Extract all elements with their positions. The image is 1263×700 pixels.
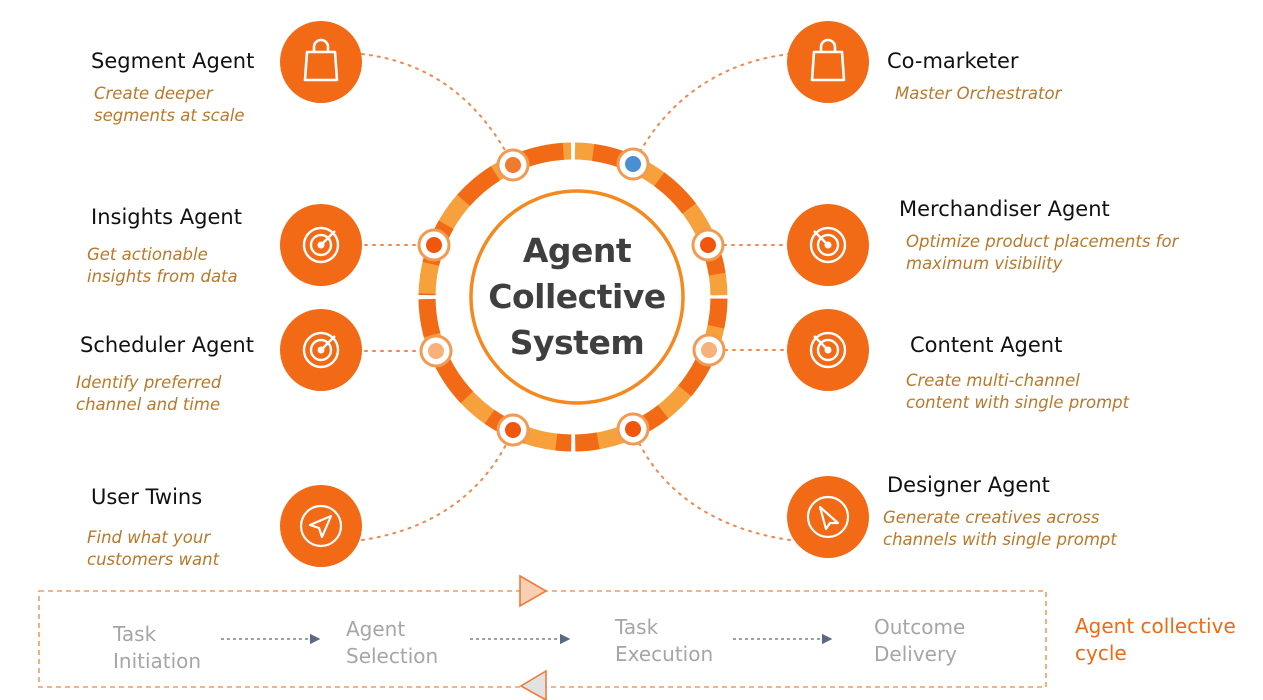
agent-title: Content Agent: [910, 333, 1063, 357]
navigation-arrow-icon: [787, 476, 869, 558]
radar-icon: [280, 309, 362, 391]
agent-insights: Insights Agent Get actionable insights f…: [87, 205, 242, 288]
agent-description: Create multi-channel content with single…: [906, 371, 1130, 412]
connector-user-twins: [361, 429, 514, 541]
agent-description: Create deeper segments at scale: [94, 84, 245, 125]
agent-designer: Designer Agent Generate creatives across…: [883, 473, 1117, 551]
ring-node: [496, 413, 530, 447]
ring-node: [616, 412, 650, 446]
cycle-box: [38, 574, 1047, 700]
agent-title: Merchandiser Agent: [899, 197, 1110, 221]
cycle-step-agent-selection: Agent Selection: [346, 617, 439, 668]
agent-icons: [280, 21, 869, 567]
agent-scheduler: Scheduler Agent Identify preferred chann…: [76, 333, 254, 416]
agent-description: Master Orchestrator: [895, 84, 1062, 103]
ring-node: [496, 148, 530, 182]
agent-description: Generate creatives across channels with …: [883, 508, 1117, 549]
cycle-step-task-initiation: Task Initiation: [113, 622, 202, 673]
ring-node: [417, 228, 451, 262]
connector-segment: [361, 53, 514, 166]
ring-node: [419, 334, 453, 368]
cycle-step-outcome-delivery: Outcome Delivery: [874, 615, 966, 666]
agent-description: Optimize product placements for maximum …: [906, 232, 1179, 273]
shopping-bag-icon: [787, 21, 869, 103]
outer-ring: [417, 141, 729, 453]
connector-designer: [632, 429, 791, 541]
agent-merchandiser: Merchandiser Agent Optimize product plac…: [899, 197, 1178, 275]
agent-description: Get actionable insights from data: [87, 245, 238, 286]
ring-node: [691, 228, 725, 262]
agent-description: Identify preferred channel and time: [76, 373, 222, 414]
agent-title: Segment Agent: [91, 49, 255, 73]
agent-co-marketer: Co-marketer Master Orchestrator: [887, 49, 1061, 105]
agent-title: Co-marketer: [887, 49, 1019, 73]
center-title: Agent Collective System: [488, 231, 666, 362]
connector-comarketer: [632, 53, 791, 166]
agent-description: Find what your customers want: [87, 528, 220, 569]
cycle-forward-arrow: [519, 574, 548, 608]
cycle-label: Agent collective cycle: [1075, 614, 1236, 665]
radar-icon: [280, 204, 362, 286]
ring-node: [616, 147, 650, 181]
agent-title: Designer Agent: [887, 473, 1050, 497]
cycle-back-arrow: [519, 669, 547, 700]
cycle-step-task-execution: Task Execution: [615, 615, 714, 666]
agent-title: User Twins: [91, 485, 203, 509]
radar-icon: [787, 204, 869, 286]
agent-content: Content Agent Create multi-channel conte…: [906, 333, 1129, 414]
agent-title: Scheduler Agent: [80, 333, 254, 357]
agent-segment: Segment Agent Create deeper segments at …: [91, 49, 254, 127]
ring-node: [692, 333, 726, 367]
agent-title: Insights Agent: [91, 205, 242, 229]
inner-ring: [469, 189, 685, 405]
agent-user-twins: User Twins Find what your customers want: [87, 485, 219, 571]
navigation-arrow-icon: [280, 485, 362, 567]
ring-nodes: [417, 147, 726, 447]
radar-icon: [787, 309, 869, 391]
shopping-bag-icon: [280, 21, 362, 103]
